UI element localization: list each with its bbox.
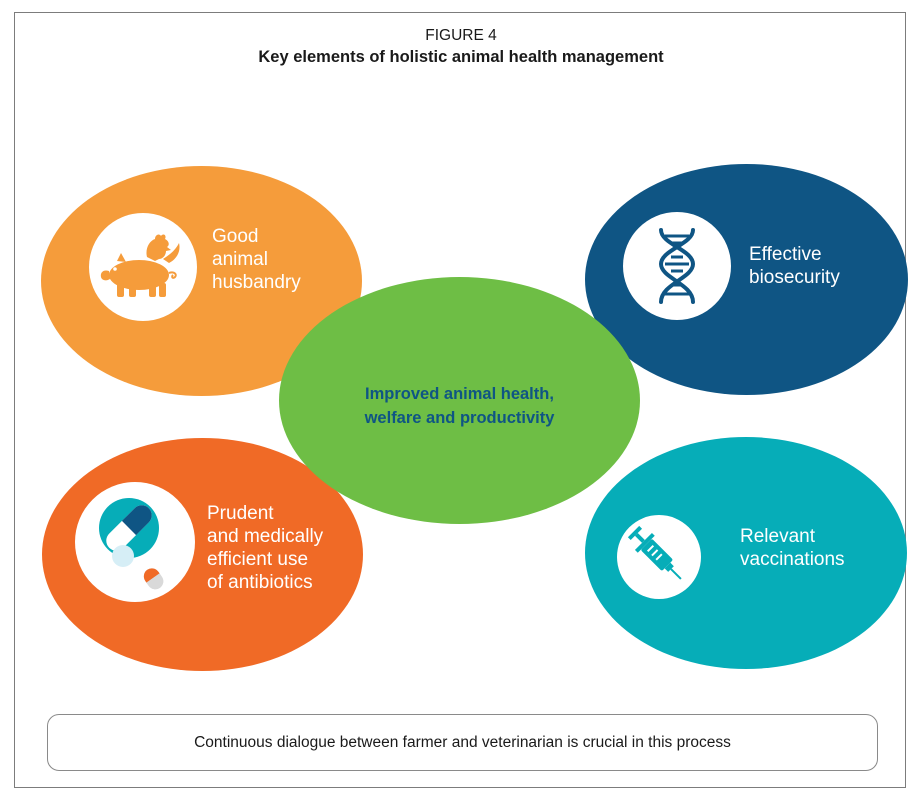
biosecurity-label: Effective biosecurity <box>749 243 840 289</box>
husbandry-label: Good animal husbandry <box>212 225 301 294</box>
figure-title: Key elements of holistic animal health m… <box>258 48 664 66</box>
husbandry-label-line: animal <box>212 249 268 270</box>
antibiotics-label: Prudent and medically efficient use of a… <box>207 502 323 594</box>
figure-label: FIGURE 4 <box>425 27 497 44</box>
syringe-icon <box>627 525 682 580</box>
vaccinations-label: Relevant vaccinations <box>740 525 845 571</box>
pig-and-rooster-icon <box>100 234 180 297</box>
figure-frame <box>14 12 906 788</box>
biosecurity-label-line: biosecurity <box>749 267 840 288</box>
husbandry-label-line: Good <box>212 226 259 247</box>
biosecurity-label-line: Effective <box>749 244 822 265</box>
center-ellipse <box>279 277 640 524</box>
vaccinations-label-line: Relevant <box>740 526 815 547</box>
biosecurity-icon-circle <box>623 212 731 320</box>
dialogue-note-text: Continuous dialogue between farmer and v… <box>194 733 731 751</box>
center-label-line: Improved animal health, <box>365 385 554 403</box>
antibiotics-label-line: and medically <box>207 526 324 547</box>
pills-icon <box>99 498 164 590</box>
antibiotics-label-line: efficient use <box>207 549 309 570</box>
dialogue-note-box: Continuous dialogue between farmer and v… <box>47 714 878 771</box>
antibiotics-label-line: Prudent <box>207 503 274 524</box>
husbandry-label-line: husbandry <box>212 272 301 293</box>
vaccinations-label-line: vaccinations <box>740 549 845 570</box>
center-label-line: welfare and productivity <box>364 409 555 427</box>
center-label: Improved animal health, welfare and prod… <box>279 382 640 430</box>
antibiotics-label-line: of antibiotics <box>207 572 313 593</box>
dna-icon <box>658 228 696 304</box>
